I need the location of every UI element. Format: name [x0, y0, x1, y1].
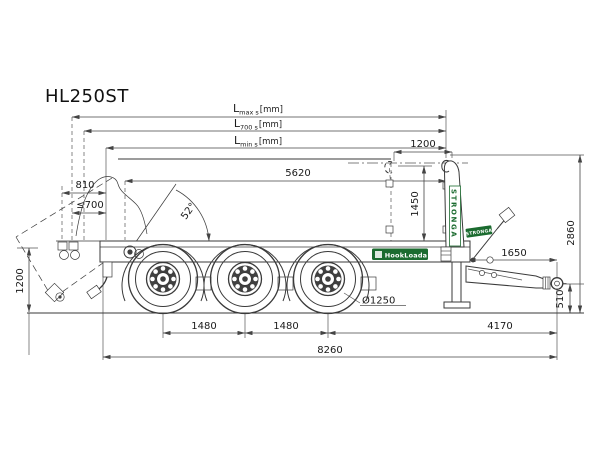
dim-load-length: 5620 [124, 168, 447, 240]
wheel-2 [209, 243, 281, 315]
hook-icon [441, 160, 450, 173]
lock-block [385, 179, 394, 188]
hitch-eye [550, 277, 564, 290]
dim-overall-height: 2860 [450, 154, 584, 314]
tipped-roller [55, 292, 65, 302]
drawbar-pin [491, 272, 497, 278]
dim-label-810: 810 [75, 180, 94, 191]
dim-eye-height: 510 [546, 283, 584, 314]
dim-length-700: L700 s[mm] [83, 117, 447, 134]
dim-length-max: Lmax s[mm] [71, 102, 447, 120]
dim-label-lmax: Lmax s[mm] [233, 102, 283, 117]
dim-label-4170: 4170 [487, 321, 512, 332]
dim-label-1650: 1650 [501, 248, 526, 259]
dim-label-1480b: 1480 [273, 321, 298, 332]
dim-label-l700: L700 s[mm] [234, 117, 282, 132]
dim-label-lmin: Lmin s[mm] [234, 134, 282, 149]
drawbar-pin [479, 270, 485, 276]
rear-lock-ghost [57, 241, 68, 251]
cylinder-brand-label: STRONGA [465, 225, 493, 238]
wheel-3 [292, 243, 364, 315]
drawbar [465, 265, 567, 290]
dim-label-5620: 5620 [285, 168, 310, 179]
wheel-1 [127, 243, 199, 315]
support-leg [443, 261, 471, 309]
dim-label-le700: ≤700 [76, 200, 103, 211]
lock-block [385, 225, 394, 234]
rear-arm-foot [86, 284, 102, 300]
chassis-badge: HookLoada [372, 248, 428, 260]
arm-brand-label: STRONGA [449, 185, 461, 247]
rear-guide-roller [123, 245, 137, 259]
arm-brand-text: STRONGA [450, 189, 458, 238]
arm-base-bracket [440, 246, 452, 262]
dim-drawbar-length: 1650 [467, 248, 558, 264]
dim-length-min: Lmin s[mm] [105, 134, 447, 151]
chassis-badge-label: HookLoada [385, 252, 428, 260]
dim-tipped-height: 1200 [15, 247, 38, 355]
dim-rear-700: ≤700 [71, 200, 107, 216]
dim-label-1480a: 1480 [191, 321, 216, 332]
rear-guide-roller [134, 249, 144, 259]
support-foot [443, 301, 471, 309]
cylinder-head [498, 206, 516, 224]
dim-rear-810: 810 [61, 180, 107, 196]
rear-lock-ghost [68, 241, 79, 251]
wheels [121, 243, 370, 315]
drawbar-beam [465, 265, 545, 289]
hook-arm: STRONGA STRONGA [384, 160, 516, 263]
fender-2 [203, 244, 287, 302]
container-break-curve [75, 176, 148, 237]
dim-label-1200-top: 1200 [410, 139, 435, 150]
hook-icon-ghost [384, 161, 393, 174]
rear-roller-ghost [70, 250, 80, 260]
dim-hook-travel: 1200 [393, 139, 453, 161]
dim-label-510: 510 [555, 289, 566, 308]
tipped-container-ghost [15, 177, 132, 303]
dim-label-1200-left: 1200 [15, 268, 26, 293]
dim-tip-angle: 52° [132, 183, 211, 247]
badge-icon [375, 251, 382, 258]
dim-label-8260: 8260 [317, 345, 342, 356]
cylinder-brand-text: STRONGA [465, 228, 492, 238]
dims-bottom: 1480 1480 4170 8260 [102, 262, 558, 360]
dim-hook-to-deck: 1450 [398, 165, 432, 242]
dim-label-52deg: 52° [179, 201, 198, 222]
dim-tyre-diameter: Ø1250 [343, 292, 406, 307]
hitch-collar [542, 276, 551, 290]
rear-bracket [102, 261, 113, 278]
fender-3 [286, 244, 370, 302]
tipped-roller-box [44, 282, 65, 303]
rear-roller-ghost [59, 250, 69, 260]
fender-1 [121, 244, 205, 302]
dim-label-2860: 2860 [566, 220, 577, 245]
dim-label-o1250: Ø1250 [362, 295, 395, 307]
drawing-title: HL250ST [45, 86, 129, 107]
tipping-cylinder [472, 228, 498, 260]
dim-label-1450: 1450 [410, 191, 421, 216]
